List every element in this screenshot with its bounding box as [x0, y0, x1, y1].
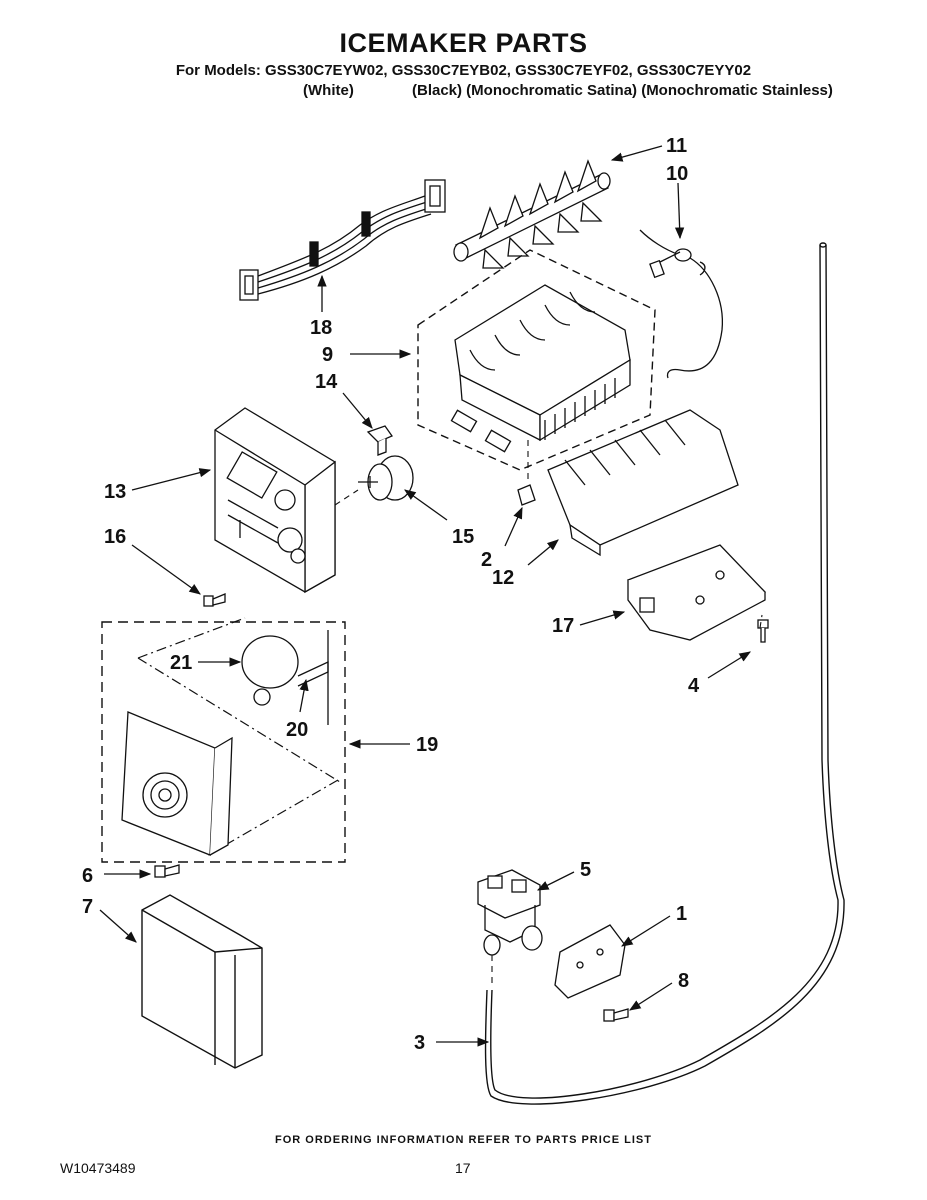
wire-harness-part: [239, 179, 446, 301]
callout-10: 10: [666, 163, 688, 185]
alignment-lines: [334, 440, 763, 985]
color-others-label: (Black) (Monochromatic Satina) (Monochro…: [412, 82, 833, 99]
screw-6-part: [154, 864, 180, 878]
callout-14: 14: [315, 371, 338, 393]
screw-4-part: [757, 619, 769, 643]
callout-5: 5: [580, 859, 591, 881]
callout-15: 15: [452, 526, 474, 548]
callout-21: 21: [170, 652, 192, 674]
motor-part: [358, 455, 414, 501]
thermostat-part: [639, 229, 724, 379]
ejector-part: [453, 159, 611, 269]
callout-9: 9: [322, 344, 333, 366]
model-list: For Models: GSS30C7EYW02, GSS30C7EYB02, …: [175, 62, 752, 79]
callout-17: 17: [552, 615, 574, 637]
callout-2: 2: [481, 549, 492, 571]
callout-11: 11: [666, 135, 687, 157]
callout-6: 6: [82, 865, 93, 887]
ordering-note: FOR ORDERING INFORMATION REFER TO PARTS …: [275, 1134, 652, 1146]
callout-12: 12: [492, 567, 514, 589]
control-housing-part: [214, 407, 336, 594]
mold-assembly-part: [417, 249, 656, 471]
callout-3: 3: [414, 1032, 425, 1054]
callout-13: 13: [104, 481, 126, 503]
callout-18: 18: [310, 317, 332, 339]
screw-16-part: [203, 593, 226, 607]
callout-4: 4: [688, 675, 700, 697]
screw-8-part: [603, 1008, 629, 1022]
page-title: ICEMAKER PARTS: [339, 28, 588, 58]
clip-2-part: [517, 484, 536, 506]
document-number: W10473489: [60, 1160, 136, 1176]
callout-1: 1: [676, 903, 687, 925]
color-white-label: (White): [303, 82, 354, 99]
leader-arrows: [99, 145, 751, 1047]
ice-stripper-part: [547, 409, 739, 557]
callout-8: 8: [678, 970, 689, 992]
page-number: 17: [455, 1160, 471, 1176]
water-valve-part: [477, 869, 543, 956]
bracket-17-part: [626, 544, 767, 641]
callout-20: 20: [286, 719, 308, 741]
callout-7: 7: [82, 896, 93, 918]
motor-plate-assembly-part: [101, 617, 346, 863]
callout-16: 16: [104, 526, 126, 548]
fill-tube-part: [484, 242, 845, 1105]
clip-part: [366, 425, 393, 456]
cover-part: [141, 894, 263, 1069]
valve-bracket-part: [554, 924, 626, 999]
callout-19: 19: [416, 734, 438, 756]
